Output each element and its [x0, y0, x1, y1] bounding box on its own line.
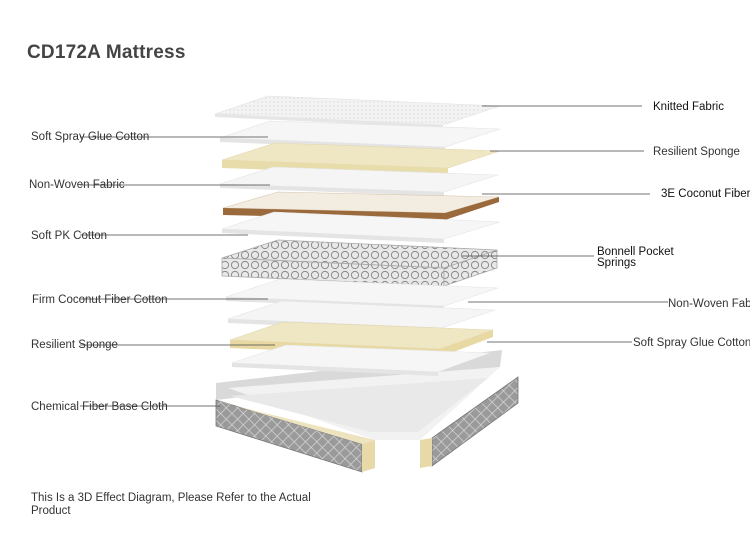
label-chemical-fiber-base-cloth: Chemical Fiber Base Cloth: [31, 401, 168, 413]
layer-bonnell-pocket-springs: [221, 239, 498, 287]
leader-lines-right: [462, 105, 668, 343]
label-firm-coconut-fiber-cotton: Firm Coconut Fiber Cotton: [32, 294, 168, 306]
label-knitted-fabric: Knitted Fabric: [653, 101, 724, 113]
page-title: CD172A Mattress: [27, 42, 186, 63]
label-soft-spray-glue-cotton-top: Soft Spray Glue Cotton: [31, 131, 150, 143]
layer-soft-pk-cotton: [221, 211, 501, 243]
layer-knitted-fabric: [214, 95, 501, 128]
label-soft-pk-cotton: Soft PK Cotton: [31, 230, 108, 242]
label-non-woven-fabric-top: Non-Woven Fabric: [29, 179, 125, 191]
label-resilient-sponge-bottom: Resilient Sponge: [31, 339, 118, 351]
label-soft-spray-glue-cotton-bottom: Soft Spray Glue Cotton: [633, 337, 750, 349]
label-non-woven-fabric-bottom: Non-Woven Fab: [668, 298, 750, 310]
disclaimer-note: This Is a 3D Effect Diagram, Please Refe…: [31, 492, 311, 517]
label-3e-coconut-fiber: 3E Coconut Fiber: [661, 188, 750, 200]
label-resilient-sponge-top: Resilient Sponge: [653, 146, 740, 158]
label-bonnell-pocket-springs: Bonnell Pocket Springs: [597, 246, 674, 269]
layer-soft-spray-glue-cotton-bottom: [231, 344, 491, 376]
leader-lines-left: [80, 136, 275, 407]
layer-non-woven-fabric-top: [219, 166, 499, 196]
